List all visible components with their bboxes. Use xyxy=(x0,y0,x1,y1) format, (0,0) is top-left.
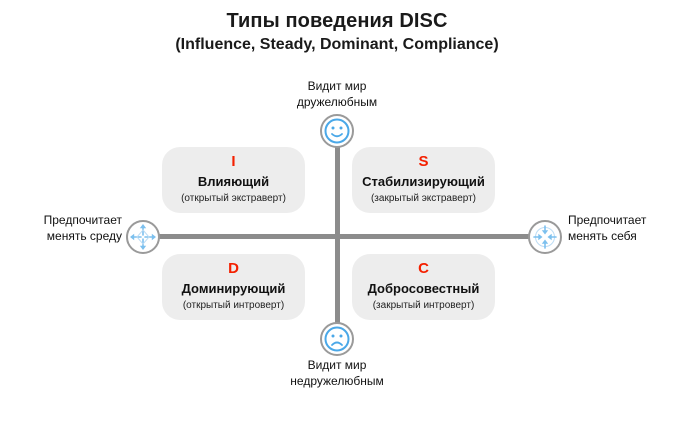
quadrant-name: Влияющий xyxy=(197,174,270,189)
quadrant-compliance[interactable]: C Добросовестный (закрытый интроверт) xyxy=(352,254,495,320)
axis-caption-bottom-line2: недружелюбным xyxy=(290,374,384,388)
title-block: Типы поведения DISC (Influence, Steady, … xyxy=(0,9,674,55)
quadrant-letter: S xyxy=(418,153,429,170)
axis-caption-top: Видит мир дружелюбным xyxy=(237,78,437,110)
quadrant-note: (открытый интроверт) xyxy=(182,300,285,311)
axis-caption-bottom-line1: Видит мир xyxy=(307,358,367,372)
quadrant-letter: C xyxy=(418,260,429,277)
axis-caption-left: Предпочитает менять среду xyxy=(4,212,122,244)
quadrant-name: Доминирующий xyxy=(181,281,286,296)
quadrant-name: Добросовестный xyxy=(367,281,480,296)
quadrant-name: Стабилизирующий xyxy=(362,174,485,189)
quadrant-note: (закрытый интроверт) xyxy=(372,300,475,311)
arrows-outward-icon xyxy=(126,220,160,254)
axis-caption-right-line2: менять себя xyxy=(568,229,637,243)
axis-caption-left-line1: Предпочитает xyxy=(43,213,122,227)
quadrant-note: (закрытый экстраверт) xyxy=(370,193,477,204)
quadrant-letter: I xyxy=(231,153,236,170)
smiley-sad-icon xyxy=(320,322,354,356)
quadrant-note: (открытый экстраверт) xyxy=(181,193,286,204)
axis-caption-right-line1: Предпочитает xyxy=(568,213,647,227)
page-title: Типы поведения DISC xyxy=(226,10,448,32)
quadrant-dominant[interactable]: D Доминирующий (открытый интроверт) xyxy=(162,254,305,320)
quadrant-influence[interactable]: I Влияющий (открытый экстраверт) xyxy=(162,147,305,213)
arrows-inward-icon xyxy=(528,220,562,254)
horizontal-axis-line xyxy=(140,234,548,239)
quadrant-letter: D xyxy=(228,260,239,277)
axis-caption-top-line1: Видит мир xyxy=(307,79,367,93)
axis-caption-bottom: Видит мир недружелюбным xyxy=(237,357,437,389)
smiley-happy-icon xyxy=(320,114,354,148)
axis-caption-top-line2: дружелюбным xyxy=(296,95,378,109)
axis-caption-right: Предпочитает менять себя xyxy=(568,212,674,244)
axis-caption-left-line2: менять среду xyxy=(46,229,122,243)
page-subtitle: (Influence, Steady, Dominant, Compliance… xyxy=(175,36,499,53)
quadrant-steady[interactable]: S Стабилизирующий (закрытый экстраверт) xyxy=(352,147,495,213)
